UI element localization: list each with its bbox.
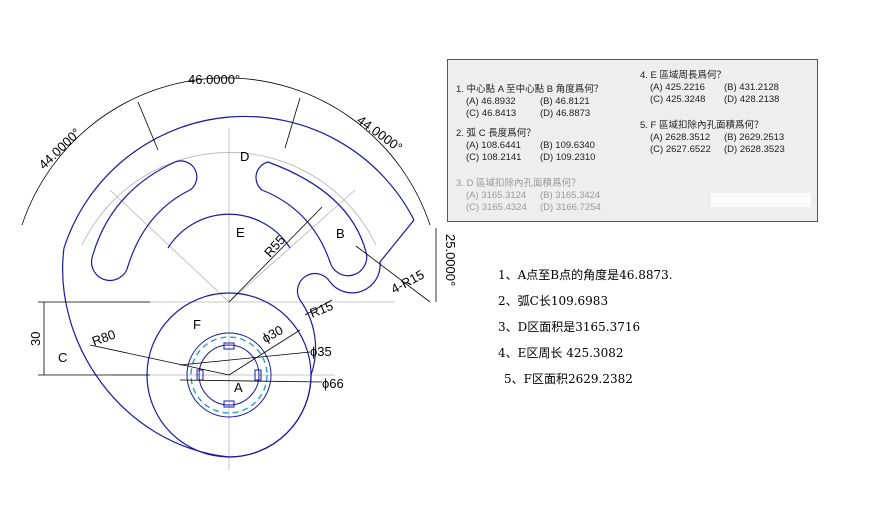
answer-5: 5、F区面积2629.2382	[504, 372, 633, 386]
dim-angle-left: 44.0000°	[36, 125, 84, 172]
scan-blank-patch	[711, 193, 811, 207]
keyed-hole	[196, 342, 262, 408]
question-2-option-c: (C) 108.2141	[466, 152, 522, 163]
question-5-option-c: (C) 2627.6522	[650, 144, 711, 155]
outer-arc	[63, 115, 415, 249]
question-5-prompt: 5. F 區域扣除內孔面積爲何？	[640, 120, 764, 131]
question-1: 1. 中心點 A 至中心點 B 角度爲何？ (A) 46.8932 (B) 46.…	[456, 84, 614, 120]
question-2: 2. 弧 C 長度爲何？ (A) 108.6441 (B) 109.6340 (C…	[456, 128, 614, 164]
question-3-option-b: (B) 3165.3424	[540, 190, 601, 201]
question-1-option-d: (D) 46.8873	[540, 108, 591, 119]
left-slot	[90, 160, 198, 282]
dim-angle-right: 44.0000°	[354, 112, 405, 155]
question-panel: 1. 中心點 A 至中心點 B 角度爲何？ (A) 46.8932 (B) 46.…	[447, 59, 818, 222]
question-3-prompt: 3. D 區域扣除內孔面積爲何？	[456, 178, 581, 189]
label-point-b: B	[336, 226, 345, 241]
answer-4: 4、E区周长 425.3082	[498, 346, 624, 360]
question-2-option-d: (D) 109.2310	[540, 152, 596, 163]
question-3-option-d: (D) 3166.7254	[540, 202, 601, 213]
dim-radius-55: R55	[261, 232, 288, 260]
e-inner-arc	[167, 213, 291, 249]
question-2-prompt: 2. 弧 C 長度爲何？	[456, 128, 536, 139]
question-5-option-d: (D) 2628.3523	[724, 144, 785, 155]
left-r80-arc	[62, 247, 230, 458]
dim-radius-15: R15	[308, 298, 336, 321]
dim-radius-4x15: 4-R15	[388, 267, 426, 297]
question-1-option-a: (A) 46.8932	[466, 96, 516, 107]
question-3-option-a: (A) 3165.3124	[466, 190, 527, 201]
dim-dia-66: ϕ66	[322, 376, 344, 391]
question-4: 4. E 區域周長爲何？ (A) 425.2216 (B) 431.2128 (C…	[640, 70, 798, 106]
dim-radius-80: R80	[90, 327, 118, 349]
question-1-option-c: (C) 46.8413	[466, 108, 517, 119]
question-4-option-d: (D) 428.2138	[724, 94, 780, 105]
part-outline	[62, 115, 415, 458]
question-1-prompt: 1. 中心點 A 至中心點 B 角度爲何？	[456, 84, 604, 95]
question-3: 3. D 區域扣除內孔面積爲何？ (A) 3165.3124 (B) 3165.3…	[456, 178, 614, 214]
answer-list: 1、A点至B点的角度是46.8873. 2、弧C长109.6983 3、D区面积…	[498, 262, 673, 392]
question-3-option-c: (C) 3165.4324	[466, 202, 527, 213]
question-2-option-a: (A) 108.6441	[466, 140, 521, 151]
right-slot	[255, 161, 368, 277]
dim-angle-top: 46.0000°	[188, 72, 240, 87]
question-1-option-b: (B) 46.8121	[540, 96, 590, 107]
dashed-circle	[190, 336, 268, 414]
question-4-option-a: (A) 425.2216	[650, 82, 705, 93]
dim-dia-30: ϕ30	[259, 322, 285, 345]
slots	[90, 160, 368, 282]
centerlines	[80, 128, 395, 470]
label-region-c: C	[58, 350, 67, 365]
answer-1: 1、A点至B点的角度是46.8873.	[498, 268, 673, 282]
dimension-lines	[21, 77, 437, 383]
label-point-a: A	[234, 380, 243, 395]
answer-3: 3、D区面积是3165.3716	[498, 320, 641, 334]
question-5-option-b: (B) 2629.2513	[724, 132, 785, 143]
question-4-option-b: (B) 431.2128	[724, 82, 779, 93]
hole-outer	[186, 332, 272, 418]
question-5: 5. F 區域扣除內孔面積爲何？ (A) 2628.3512 (B) 2629.2…	[640, 120, 798, 156]
dim-height-30: 30	[28, 332, 43, 346]
answer-2: 2、弧C长109.6983	[498, 294, 609, 308]
label-region-d: D	[240, 149, 249, 164]
dim-dia-35: ϕ35	[310, 344, 332, 359]
dim-linear-right: 25.0000°	[443, 234, 458, 286]
label-region-f: F	[193, 317, 201, 332]
label-region-e: E	[236, 225, 245, 240]
question-2-option-b: (B) 109.6340	[540, 140, 595, 151]
question-4-option-c: (C) 425.3248	[650, 94, 706, 105]
question-5-option-a: (A) 2628.3512	[650, 132, 711, 143]
right-notch	[296, 219, 415, 376]
question-4-prompt: 4. E 區域周長爲何？	[640, 70, 727, 81]
